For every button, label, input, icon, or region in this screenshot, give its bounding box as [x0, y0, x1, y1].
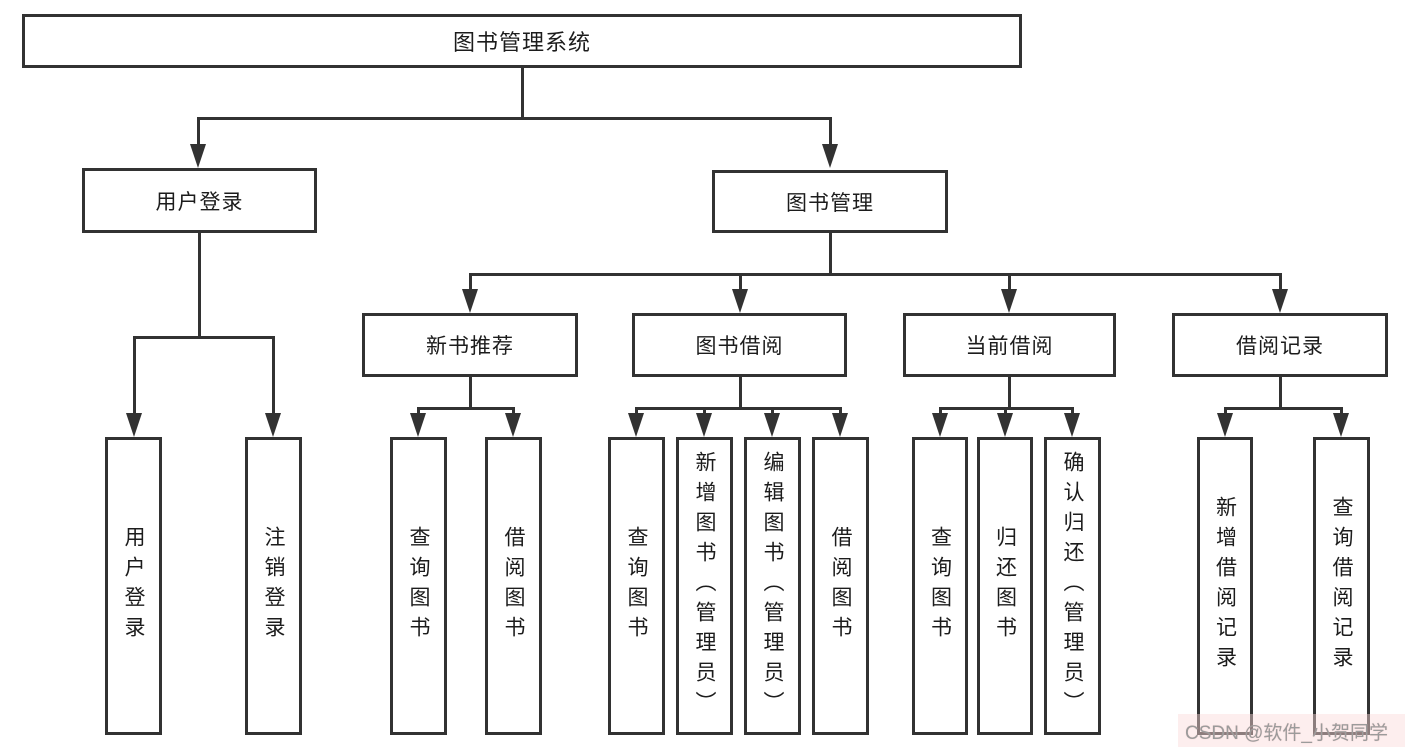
leaf-user-login: 用户登录 [105, 437, 162, 735]
leaf-add-book-admin: 新增图书（管理员） [676, 437, 733, 735]
arrow-down-icon [1064, 413, 1080, 437]
leaf-add-borrow-record: 新增借阅记录 [1197, 437, 1253, 735]
arrow-down-icon [997, 413, 1013, 437]
arrow-down-icon [190, 144, 206, 168]
leaf-query-books-3-label: 查询图书 [928, 526, 952, 646]
leaf-query-books-1: 查询图书 [390, 437, 447, 735]
node-current-borrow: 当前借阅 [903, 313, 1116, 377]
arrow-down-icon [1272, 289, 1288, 313]
node-library-system: 图书管理系统 [22, 14, 1022, 68]
connector-stem [770, 407, 774, 415]
connector-stem [1007, 273, 1011, 291]
leaf-borrow-books-1-label: 借阅图书 [502, 526, 525, 646]
arrow-down-icon [822, 144, 838, 168]
arrow-down-icon [1333, 413, 1349, 437]
node-book-management-label: 图书管理 [786, 191, 874, 215]
connector-trunk [1278, 377, 1282, 410]
leaf-edit-book-admin-label: 编辑图书（管理员） [761, 451, 784, 721]
leaf-query-books-1-label: 查询图书 [407, 526, 430, 646]
arrow-down-icon [832, 413, 848, 437]
arrow-down-icon [696, 413, 712, 437]
connector-rail [1223, 407, 1343, 410]
connector-stem [1070, 407, 1074, 415]
node-borrow-records: 借阅记录 [1172, 313, 1388, 377]
connector-trunk [738, 377, 742, 410]
leaf-query-books-2-label: 查询图书 [625, 526, 648, 646]
connector-trunk [520, 68, 524, 120]
leaf-edit-book-admin: 编辑图书（管理员） [744, 437, 801, 735]
connector-stem [416, 407, 420, 415]
leaf-query-borrow-record-label: 查询借阅记录 [1330, 496, 1353, 676]
node-book-borrow: 图书借阅 [632, 313, 847, 377]
arrow-down-icon [265, 413, 281, 437]
connector-rail [132, 336, 275, 339]
connector-rail [634, 407, 842, 410]
arrow-down-icon [628, 413, 644, 437]
connector-trunk [828, 233, 832, 276]
leaf-query-books-2: 查询图书 [608, 437, 665, 735]
watermark: CSDN @软件_小贺同学 [1185, 723, 1388, 744]
arrow-down-icon [764, 413, 780, 437]
connector-rail [416, 407, 515, 410]
connector-rail [196, 117, 832, 120]
leaf-return-book-label: 归还图书 [993, 526, 1017, 646]
leaf-logout-label: 注销登录 [262, 526, 285, 646]
node-book-management: 图书管理 [712, 170, 948, 233]
connector-stem [634, 407, 638, 415]
arrow-down-icon [410, 413, 426, 437]
arrow-down-icon [932, 413, 948, 437]
connector-stem [938, 407, 942, 415]
leaf-logout: 注销登录 [245, 437, 302, 735]
arrow-down-icon [462, 289, 478, 313]
watermark-band [1178, 714, 1405, 747]
connector-trunk [1007, 377, 1011, 410]
connector-stem [1278, 273, 1282, 291]
leaf-confirm-return-admin-label: 确认归还（管理员） [1061, 451, 1084, 721]
connector-stem [838, 407, 842, 415]
connector-stem [196, 117, 200, 146]
connector-trunk [197, 233, 201, 339]
connector-stem [271, 336, 275, 415]
leaf-borrow-books-1: 借阅图书 [485, 437, 542, 735]
arrow-down-icon [505, 413, 521, 437]
connector-stem [1339, 407, 1343, 415]
node-current-borrow-label: 当前借阅 [965, 335, 1054, 358]
leaf-confirm-return-admin: 确认归还（管理员） [1044, 437, 1101, 735]
node-user-login: 用户登录 [82, 168, 317, 233]
node-borrow-records-label: 借阅记录 [1236, 335, 1324, 358]
leaf-add-book-admin-label: 新增图书（管理员） [693, 451, 716, 721]
connector-trunk [468, 377, 472, 410]
leaf-user-login-label: 用户登录 [122, 526, 145, 646]
connector-stem [1223, 407, 1227, 415]
connector-stem [468, 273, 472, 291]
node-new-book-recommend-label: 新书推荐 [426, 335, 514, 358]
arrow-down-icon [1217, 413, 1233, 437]
arrow-down-icon [732, 289, 748, 313]
arrow-down-icon [1001, 289, 1017, 313]
connector-stem [132, 336, 136, 415]
connector-stem [702, 407, 706, 415]
node-user-login-label: 用户登录 [155, 190, 244, 214]
connector-stem [511, 407, 515, 415]
leaf-return-book: 归还图书 [977, 437, 1033, 735]
leaf-add-borrow-record-label: 新增借阅记录 [1213, 496, 1237, 676]
node-book-borrow-label: 图书借阅 [695, 335, 784, 358]
connector-stem [738, 273, 742, 291]
connector-stem [828, 117, 832, 146]
leaf-query-books-3: 查询图书 [912, 437, 968, 735]
leaf-query-borrow-record: 查询借阅记录 [1313, 437, 1370, 735]
connector-rail [468, 273, 1282, 276]
leaf-borrow-books-2-label: 借阅图书 [829, 526, 852, 646]
leaf-borrow-books-2: 借阅图书 [812, 437, 869, 735]
arrow-down-icon [126, 413, 142, 437]
node-library-system-label: 图书管理系统 [452, 30, 591, 55]
connector-stem [1003, 407, 1007, 415]
node-new-book-recommend: 新书推荐 [362, 313, 578, 377]
